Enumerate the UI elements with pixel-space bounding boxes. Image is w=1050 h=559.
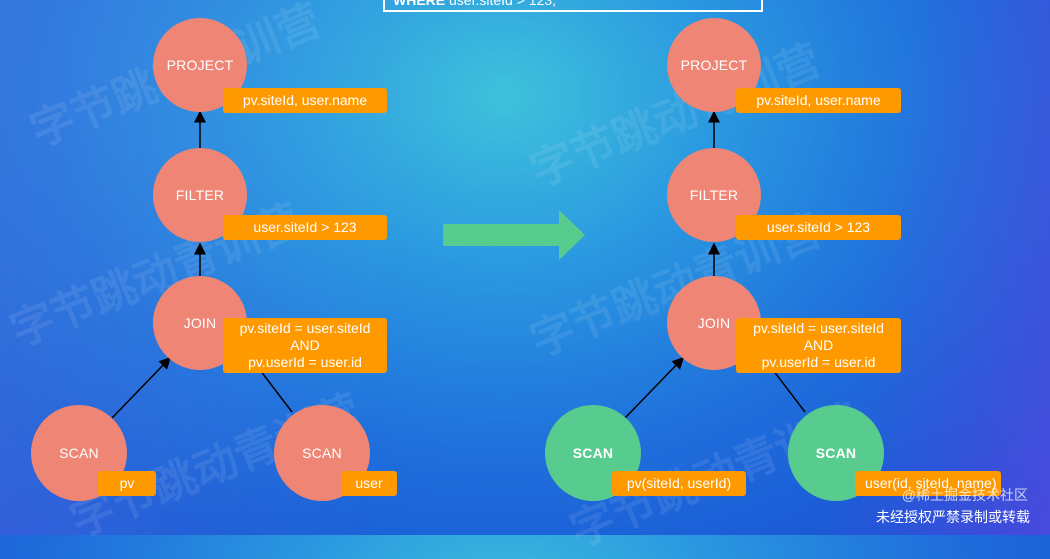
sql-keyword: WHERE [393, 0, 446, 8]
transform-arrow-icon [443, 210, 585, 260]
tag-join-condition: pv.siteId = user.siteId AND pv.userId = … [736, 318, 901, 373]
edge-scan-pv-join [111, 356, 172, 419]
sql-query-box: WHERE user.siteId > 123; [383, 0, 763, 12]
tag-filter-condition: user.siteId > 123 [736, 215, 901, 240]
footer-site: @稀土掘金技术社区 [901, 487, 1028, 503]
edge-scan-pv-join [624, 356, 685, 419]
join-line-1: pv.siteId = user.siteId [753, 320, 884, 336]
join-line-1: pv.siteId = user.siteId [239, 320, 371, 336]
sql-condition: user.siteId > 123; [445, 0, 557, 8]
tag-project-columns: pv.siteId, user.name [223, 88, 387, 113]
footer-notice: 未经授权严禁录制或转载 [876, 509, 1030, 525]
node-scan-user: SCAN [274, 405, 370, 501]
edge-join-scan-user [772, 369, 806, 413]
join-line-3: pv.userId = user.id [761, 354, 876, 370]
tag-project-columns: pv.siteId, user.name [736, 88, 901, 113]
edge-join-scan-user [259, 369, 293, 413]
tag-scan-user-columns: user(id, siteId, name) [855, 471, 1001, 496]
tag-filter-condition: user.siteId > 123 [223, 215, 387, 240]
join-line-3: pv.userId = user.id [248, 354, 362, 370]
tag-scan-pv-columns: pv(siteId, userId) [612, 471, 746, 496]
tag-scan-pv: pv [98, 471, 156, 496]
join-line-2: AND [803, 337, 834, 353]
footer: @稀土掘金技术社区 未经授权严禁录制或转载 [876, 487, 1030, 527]
tag-join-condition: pv.siteId = user.siteId AND pv.userId = … [223, 318, 387, 373]
join-line-2: AND [290, 337, 320, 353]
plan-edges [111, 110, 806, 419]
tag-scan-user: user [341, 471, 397, 496]
